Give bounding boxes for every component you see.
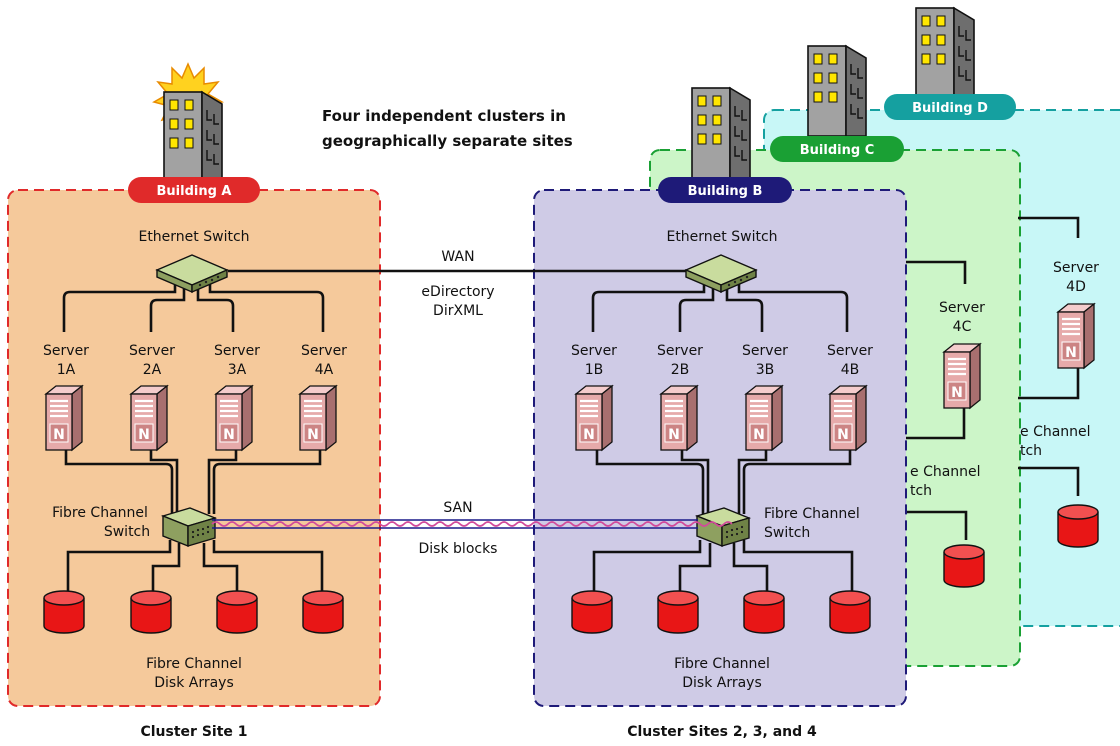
wan-link: WAN eDirectory DirXML [228, 249, 686, 319]
building-a-label: Building A [157, 184, 232, 199]
server-3a-label: Server [214, 343, 260, 359]
server-3b-id: 3B [756, 362, 775, 378]
site-a-fc-switch-label-2: Switch [104, 524, 150, 540]
novell-server-icon [44, 384, 84, 452]
server-4b-id: 4B [841, 362, 860, 378]
site-c-building: Building C [770, 45, 904, 162]
wan-label: WAN [441, 249, 474, 265]
novell-server-icon [942, 342, 982, 410]
disk-array-icon [130, 590, 172, 634]
site-d-fc-switch-partial-2: tch [1020, 443, 1042, 459]
server-4b-label: Server [827, 343, 873, 359]
server-4a-label: Server [301, 343, 347, 359]
novell-server-icon [828, 384, 868, 452]
diagram-title-line-1: Four independent clusters in [322, 107, 566, 125]
site-b-disk-arrays-label-2: Disk Arrays [682, 675, 762, 691]
site-d-fc-switch-partial-1: e Channel [1020, 424, 1091, 440]
disk-array-icon [657, 590, 699, 634]
server-1b-label: Server [571, 343, 617, 359]
server-4a-id: 4A [315, 362, 334, 378]
novell-server-icon [298, 384, 338, 452]
disk-array-icon [1057, 504, 1099, 548]
site-a-servers: Server 1A Server 2A Server 3A Server 4A [43, 343, 347, 452]
site-a-wiring [62, 278, 325, 592]
building-c-label: Building C [800, 143, 874, 158]
san-label: SAN [443, 500, 472, 516]
site-a-building: Building A [128, 62, 260, 203]
disk-array-icon [43, 590, 85, 634]
site-c-fc-switch-partial-1: e Channel [910, 464, 981, 480]
san-sublabel: Disk blocks [419, 541, 498, 557]
site-b-building: Building B [658, 87, 792, 203]
office-building-icon [807, 45, 867, 137]
wan-sublabel-1: eDirectory [421, 284, 494, 300]
novell-server-icon [129, 384, 169, 452]
building-a-badge [128, 177, 260, 203]
server-1a-id: 1A [57, 362, 76, 378]
disk-array-icon [216, 590, 258, 634]
server-2a-id: 2A [143, 362, 162, 378]
server-2a-label: Server [129, 343, 175, 359]
site-a-disk-arrays-label-1: Fibre Channel [146, 656, 242, 672]
disk-array-icon [943, 544, 985, 588]
disk-array-icon [302, 590, 344, 634]
site-b-disk-arrays-label-1: Fibre Channel [674, 656, 770, 672]
building-d-label: Building D [912, 101, 988, 116]
server-4c-id: 4C [953, 319, 972, 335]
site-d-internals: Server 4D e Channel tch [1018, 216, 1099, 548]
site-c-internals: Server 4C e Channel tch [905, 260, 985, 588]
disk-array-icon [743, 590, 785, 634]
server-4c-label: Server [939, 300, 985, 316]
novell-server-icon [574, 384, 614, 452]
server-2b-label: Server [657, 343, 703, 359]
site-b-wiring [591, 278, 854, 592]
disk-array-icon [829, 590, 871, 634]
building-c-badge [770, 136, 904, 162]
site-b-fc-switch-label-2: Switch [764, 525, 810, 541]
office-building-icon [691, 87, 751, 179]
site-b-fc-switch-label-1: Fibre Channel [764, 506, 860, 522]
building-d-badge [884, 94, 1016, 120]
novell-server-icon [214, 384, 254, 452]
wan-sublabel-2: DirXML [433, 303, 483, 319]
site-c-fc-switch-partial-2: tch [910, 483, 932, 499]
novell-server-icon [1056, 302, 1096, 370]
san-cable-wave [211, 521, 733, 527]
novell-server-icon [659, 384, 699, 452]
site-a-ethernet-switch-label: Ethernet Switch [138, 229, 249, 245]
server-4d-label: Server [1053, 260, 1099, 276]
san-link: SAN Disk blocks [211, 500, 733, 557]
novell-server-icon [744, 384, 784, 452]
site-a-disk-arrays-label-2: Disk Arrays [154, 675, 234, 691]
site-b-ethernet-switch-label: Ethernet Switch [666, 229, 777, 245]
server-1a-label: Server [43, 343, 89, 359]
disk-array-icon [571, 590, 613, 634]
server-3a-id: 3A [228, 362, 247, 378]
office-building-icon [163, 91, 223, 183]
server-4d-id: 4D [1066, 279, 1086, 295]
server-3b-label: Server [742, 343, 788, 359]
site-a-caption: Cluster Site 1 [140, 724, 247, 740]
site-d-building: Building D [884, 7, 1016, 120]
site-b-caption: Cluster Sites 2, 3, and 4 [627, 724, 817, 740]
building-b-label: Building B [688, 184, 763, 199]
office-building-icon [915, 7, 975, 99]
diagram-title-line-2: geographically separate sites [322, 132, 573, 150]
server-2b-id: 2B [671, 362, 690, 378]
server-1b-id: 1B [585, 362, 604, 378]
building-b-badge [658, 177, 792, 203]
site-a-fc-switch-label-1: Fibre Channel [52, 505, 148, 521]
site-b-servers: Server 1B Server 2B Server 3B Server 4B [571, 343, 873, 452]
